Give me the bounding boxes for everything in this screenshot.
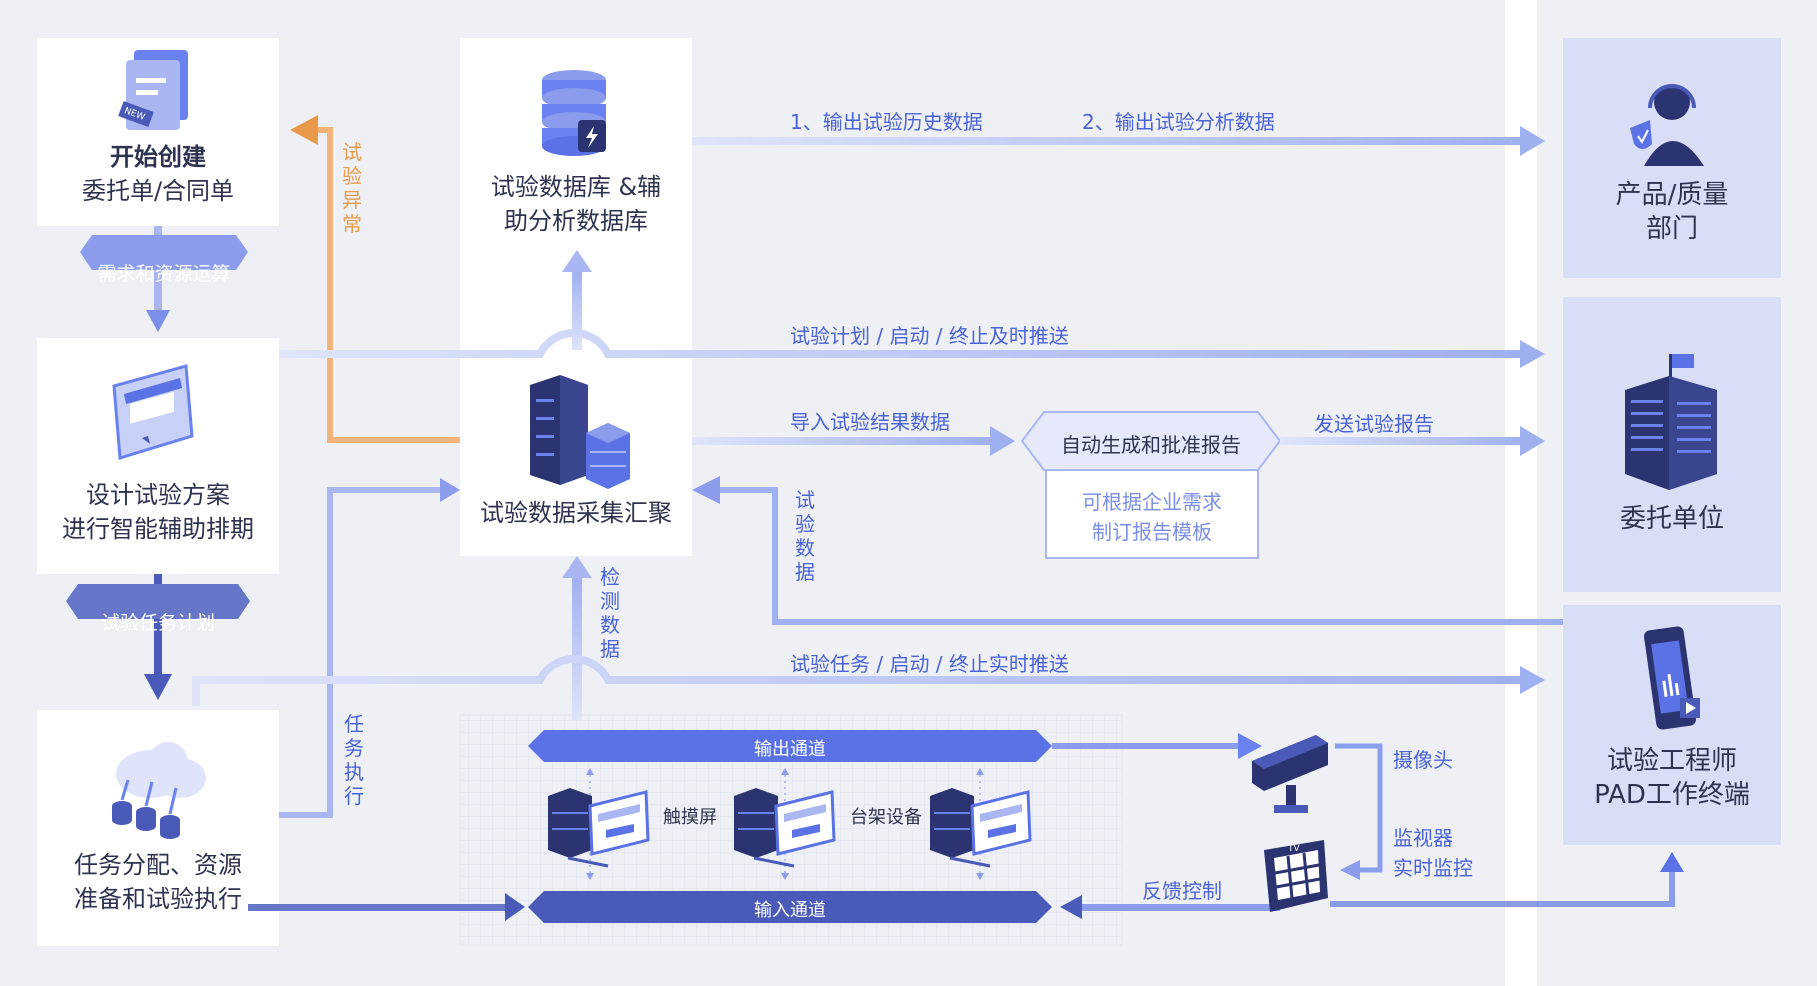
start-subtitle: 委托单/合同单 — [81, 177, 235, 205]
analysis-label: 2、输出试验分析数据 — [1082, 110, 1275, 134]
product-line1: 产品/质量 — [1615, 180, 1729, 210]
product-line2: 部门 — [1645, 214, 1698, 244]
report-note-line1: 可根据企业需求 — [1082, 490, 1222, 514]
feedback-label: 反馈控制 — [1142, 879, 1222, 903]
demand-pill — [80, 235, 248, 270]
report-note — [1045, 469, 1259, 559]
task-exec-label: 任务执行 — [344, 712, 364, 808]
test-data-label: 试验数据 — [795, 488, 815, 584]
abnormal-label: 试验异常 — [342, 140, 362, 236]
plan-pill — [66, 584, 250, 619]
database-line2: 助分析数据库 — [504, 207, 648, 235]
task-push-arrow — [192, 655, 1525, 706]
abnormal-arrowhead — [290, 115, 318, 145]
abnormal-line — [327, 130, 460, 443]
history-arrow — [692, 137, 1537, 145]
camera-label: 摄像头 — [1393, 748, 1453, 772]
tablet-icon — [1644, 626, 1700, 730]
task-line2: 准备和试验执行 — [74, 885, 242, 913]
camera-icon — [1252, 735, 1328, 813]
feedback-arrow — [1080, 904, 1280, 911]
arrow-down-2 — [144, 674, 172, 700]
rack-label: 台架设备 — [850, 807, 922, 828]
building-icon — [1625, 354, 1717, 490]
design-line2: 进行智能辅助排期 — [62, 515, 254, 543]
monitor-to-engineer — [1330, 870, 1675, 907]
touch-device-icon — [548, 788, 650, 868]
history-label: 1、输出试验历史数据 — [790, 110, 983, 134]
task-input-arrow — [248, 904, 508, 911]
collect-title: 试验数据采集汇聚 — [480, 499, 672, 527]
arrow-down-1 — [146, 310, 170, 332]
send-report-arrow — [1280, 437, 1530, 445]
column-divider — [1505, 0, 1537, 986]
import-arrow — [692, 437, 992, 445]
monitor-label-2: 实时监控 — [1393, 856, 1473, 880]
detect-up-arrow — [572, 575, 582, 720]
input-channel-label: 输入通道 — [754, 900, 826, 921]
cloud-database-icon — [112, 742, 206, 839]
engineer-line1: 试验工程师 — [1606, 746, 1737, 776]
task-exec-line — [279, 487, 440, 818]
server-icon — [530, 375, 630, 489]
tv-label: TV — [1287, 844, 1300, 854]
import-result-label: 导入试验结果数据 — [790, 410, 950, 434]
report-title: 自动生成和批准报告 — [1061, 433, 1241, 457]
start-title: 开始创建 — [110, 143, 206, 171]
engineer-line2: PAD工作终端 — [1594, 780, 1750, 810]
touch-label: 触摸屏 — [663, 807, 717, 828]
demand-pill-label: 需求和资源运算 — [97, 263, 231, 285]
database-icon — [542, 70, 606, 156]
web-page-icon — [112, 364, 194, 460]
detect-data-label: 检测数据 — [600, 565, 620, 661]
report-note-line2: 制订报告模板 — [1092, 520, 1212, 544]
customer-service-icon — [1630, 84, 1704, 166]
client-title: 委托单位 — [1619, 504, 1724, 534]
database-line1: 试验数据库 &辅 — [490, 173, 662, 201]
input-channel — [528, 891, 1052, 923]
db-up-arrow — [572, 270, 582, 350]
test-data-line — [720, 487, 1563, 625]
send-report-label: 发送试验报告 — [1314, 412, 1434, 436]
rack-device-icon — [734, 788, 836, 868]
task-line1: 任务分配、资源 — [74, 851, 242, 879]
task-push-label: 试验任务 / 启动 / 终止实时推送 — [790, 652, 1069, 676]
output-channel-label: 输出通道 — [754, 739, 826, 760]
extra-device-icon — [930, 788, 1032, 868]
monitor-icon: TV — [1264, 840, 1328, 912]
new-document-icon: NEW — [118, 50, 188, 130]
monitor-label-1: 监视器 — [1393, 826, 1453, 850]
plan-push-label: 试验计划 / 启动 / 终止及时推送 — [790, 324, 1069, 348]
plan-pill-label: 试验任务计划 — [100, 612, 215, 634]
design-line1: 设计试验方案 — [86, 481, 230, 509]
output-channel — [528, 730, 1052, 762]
